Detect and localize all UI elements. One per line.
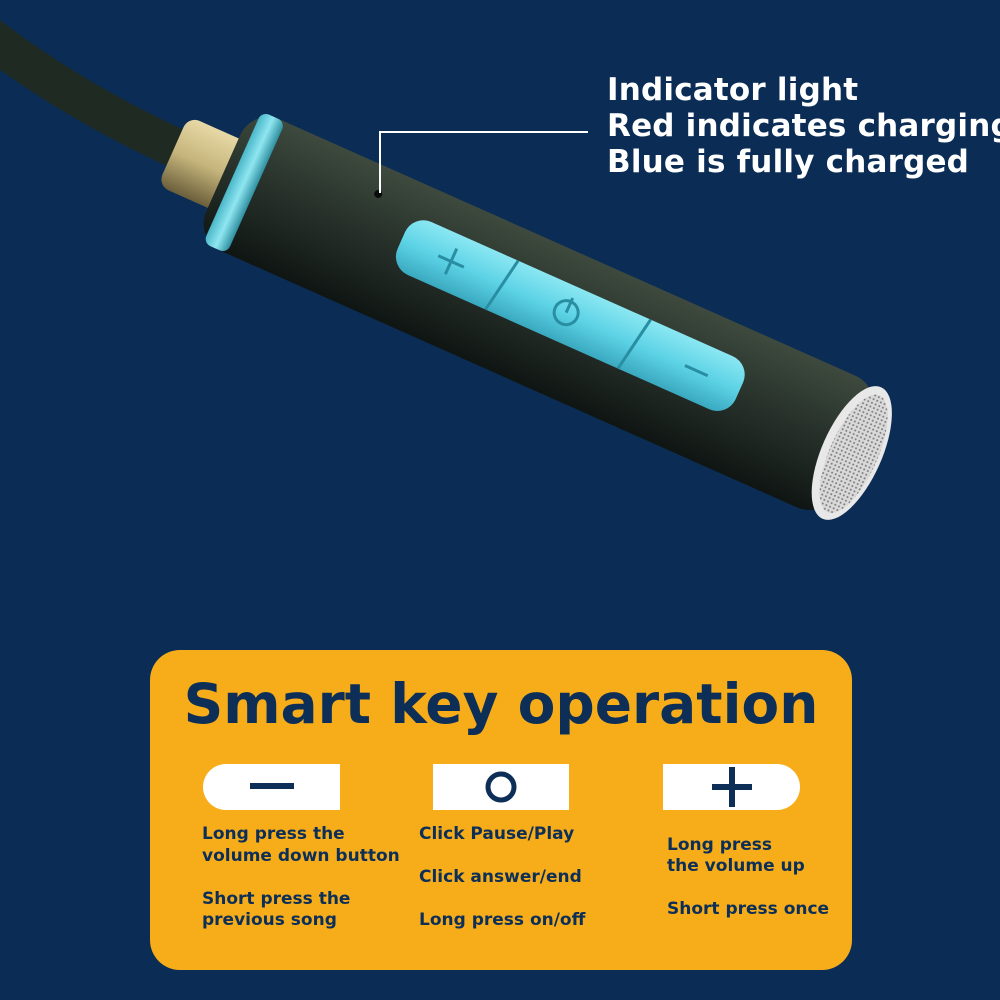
- minus-glyph-icon: [684, 364, 709, 378]
- plus-key-label: [663, 764, 800, 810]
- power-glyph-icon: [552, 297, 580, 327]
- plus-desc-2: the volume up: [667, 856, 805, 876]
- callout-line-2: Red indicates charging: [607, 108, 1000, 144]
- callout-line-1: Indicator light: [607, 72, 859, 108]
- button-strip: [395, 220, 745, 411]
- button-divider: [484, 259, 520, 311]
- minus-desc-1: Long press the: [202, 824, 345, 844]
- circle-desc-3: Long press on/off: [419, 910, 586, 930]
- speaker-grille-icon: [819, 394, 888, 514]
- circle-desc-1: Click Pause/Play: [419, 824, 575, 844]
- plus-icon: [711, 767, 752, 807]
- plus-desc-3: Short press once: [667, 899, 830, 919]
- cable: [0, 20, 200, 170]
- minus-desc-3: Short press the: [202, 889, 351, 909]
- minus-icon: [249, 783, 294, 789]
- circle-key-label: [433, 764, 569, 810]
- plus-glyph-icon: [437, 248, 465, 275]
- button-divider: [616, 318, 652, 370]
- card-title: Smart key operation: [183, 672, 819, 736]
- plus-desc-1: Long press: [667, 835, 773, 855]
- minus-key-label: [203, 764, 340, 810]
- callout-pointer-line: [379, 131, 588, 193]
- circle-icon: [485, 771, 517, 803]
- minus-desc-2: volume down button: [202, 846, 400, 866]
- minus-desc-4: previous song: [202, 910, 337, 930]
- indicator-callout: Indicator light Red indicates charging B…: [607, 72, 1000, 180]
- cyan-ring: [205, 113, 283, 251]
- callout-line-3: Blue is fully charged: [607, 144, 970, 180]
- smart-key-card: Smart key operation Long press the volum…: [150, 650, 852, 970]
- circle-desc-2: Click answer/end: [419, 867, 582, 887]
